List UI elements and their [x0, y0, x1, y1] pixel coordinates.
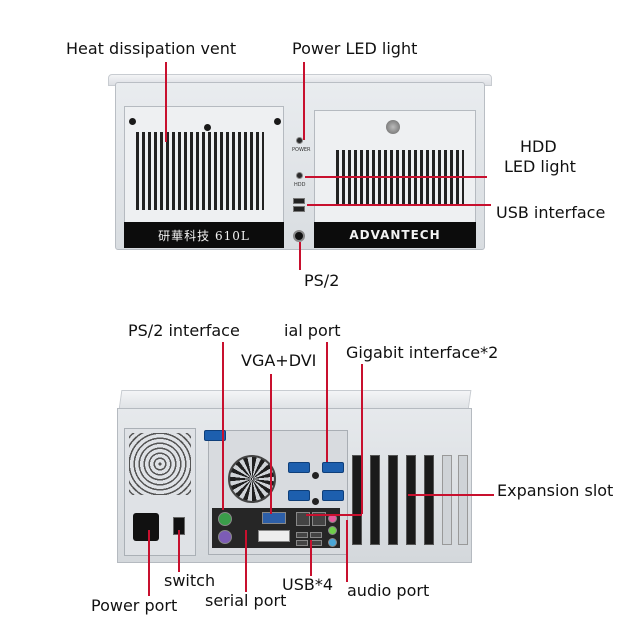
- leader-switch: [178, 530, 180, 572]
- nameplate-right: ADVANTECH: [314, 222, 476, 248]
- front-usb-port: [293, 206, 305, 212]
- leader-expansion-slot: [408, 494, 494, 496]
- ps2-port: [218, 530, 232, 544]
- usb-port: [310, 540, 322, 546]
- leader-gigabit-branch: [306, 514, 362, 516]
- label-vga-dvi: VGA+DVI: [241, 351, 317, 370]
- label-serial-port: serial port: [205, 591, 287, 610]
- lan-port: [312, 512, 326, 526]
- audio-jack: [328, 538, 337, 547]
- dvi-port: [258, 530, 290, 542]
- rear-io-panel: [212, 508, 340, 548]
- leader-usb-interface: [307, 204, 491, 206]
- board-screw: [312, 498, 319, 505]
- vga-port: [262, 512, 286, 524]
- serial-port-top: [204, 430, 226, 441]
- key-lock-icon: [386, 120, 400, 134]
- usb-port: [296, 532, 308, 538]
- psu-fan-grill: [129, 433, 191, 495]
- power-led: [296, 137, 303, 144]
- label-hdd-led-1: HDD: [520, 137, 557, 156]
- leader-heat-vent: [165, 62, 167, 142]
- power-socket[interactable]: [133, 513, 159, 541]
- leader-serial-port: [245, 530, 247, 592]
- cpu-fan-icon: [228, 455, 276, 503]
- label-gigabit: Gigabit interface*2: [346, 343, 499, 362]
- leader-ial-port: [326, 342, 328, 462]
- expansion-slot-cover: [458, 455, 468, 545]
- power-led-caption: POWER: [292, 147, 311, 153]
- expansion-slot: [388, 455, 398, 545]
- label-usb-interface: USB interface: [496, 203, 606, 222]
- label-power-led: Power LED light: [292, 39, 418, 58]
- usb-port: [310, 532, 322, 538]
- nameplate-left: 研華科技 610L: [124, 222, 284, 248]
- label-ps2-front: PS/2: [304, 271, 340, 290]
- rear-chassis-top: [118, 390, 472, 410]
- label-audio-port: audio port: [347, 581, 430, 600]
- leader-vga-dvi: [270, 374, 272, 514]
- leader-hdd-led: [305, 176, 487, 178]
- label-hdd-led-2: LED light: [504, 157, 576, 176]
- expansion-slot: [406, 455, 416, 545]
- leader-ps2-interface: [222, 342, 224, 510]
- label-ial-port: ial port: [284, 321, 341, 340]
- expansion-slot: [424, 455, 434, 545]
- leader-ps2-front: [299, 242, 301, 270]
- ps2-port: [218, 512, 232, 526]
- label-heat-vent: Heat dissipation vent: [66, 39, 237, 58]
- serial-port: [322, 462, 344, 473]
- label-expansion-slot: Expansion slot: [497, 481, 614, 500]
- leader-audio-port: [346, 520, 348, 582]
- audio-jack: [328, 526, 337, 535]
- left-heat-vent: [136, 132, 264, 210]
- hdd-led-caption: HDD: [294, 182, 306, 188]
- usb-port: [296, 540, 308, 546]
- serial-port: [288, 490, 310, 501]
- leader-usb4: [310, 540, 312, 576]
- leader-power-led: [303, 62, 305, 140]
- expansion-slot: [370, 455, 380, 545]
- front-usb-port: [293, 198, 305, 204]
- door-screw: [129, 118, 136, 125]
- power-supply: [124, 428, 196, 556]
- label-ps2-interface: PS/2 interface: [128, 321, 240, 340]
- board-screw: [312, 472, 319, 479]
- lan-port: [296, 512, 310, 526]
- leader-power-port: [148, 530, 150, 596]
- front-ps2-port: [293, 230, 305, 242]
- label-switch: switch: [164, 571, 216, 590]
- hdd-led: [296, 172, 303, 179]
- door-screw: [204, 124, 211, 131]
- door-screw: [274, 118, 281, 125]
- serial-port: [322, 490, 344, 501]
- label-power-port: Power port: [91, 596, 178, 615]
- expansion-slot-cover: [442, 455, 452, 545]
- leader-gigabit: [361, 364, 363, 514]
- serial-port: [288, 462, 310, 473]
- label-usb4: USB*4: [282, 575, 334, 594]
